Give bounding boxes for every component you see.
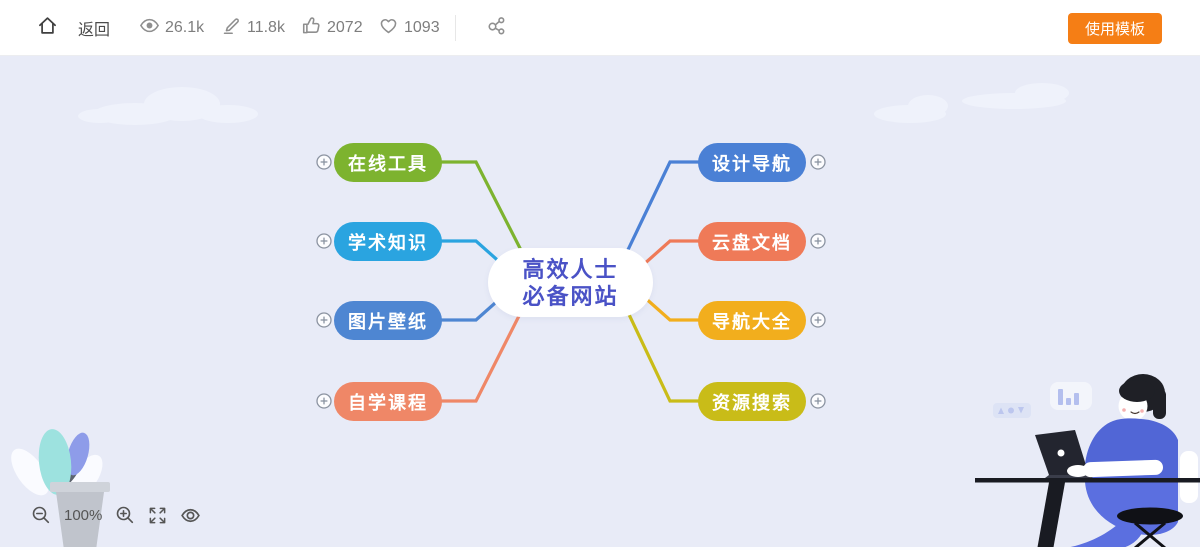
- node-cloud-docs[interactable]: 云盘文档: [698, 222, 806, 261]
- zoom-out-button[interactable]: [31, 505, 51, 525]
- edits-stat: 11.8k: [221, 0, 285, 56]
- node-academic[interactable]: 学术知识: [334, 222, 442, 261]
- thumbs-up-icon: [301, 15, 322, 41]
- add-node-button[interactable]: [810, 233, 826, 249]
- person-at-desk-illustration: [975, 374, 1200, 550]
- home-icon: [36, 14, 59, 42]
- canvas-bottom-edge: [0, 547, 1200, 550]
- connector-cloud-docs: [641, 239, 701, 267]
- connector-design-nav: [623, 160, 701, 258]
- connector-courses: [439, 304, 526, 403]
- node-courses[interactable]: 自学课程: [334, 382, 442, 421]
- node-design-nav[interactable]: 设计导航: [698, 143, 806, 182]
- fit-screen-button[interactable]: [148, 506, 167, 525]
- zoom-level: 100%: [64, 506, 103, 524]
- connector-wallpapers: [439, 294, 505, 322]
- pencil-icon: [221, 15, 242, 41]
- favorite-button[interactable]: 1093: [378, 0, 440, 56]
- center-node-line1: 高效人士: [522, 256, 619, 282]
- connector-nav-collection: [641, 294, 701, 322]
- views-stat: 26.1k: [139, 0, 204, 56]
- connector-online-tools: [440, 160, 526, 258]
- mindmap-layer: [78, 83, 1069, 403]
- add-node-button[interactable]: [316, 154, 332, 170]
- mindmap-canvas[interactable]: 在线工具 学术知识 图片壁纸 自学课程 设计导航 云盘文档 导航大全 资源搜索 …: [0, 56, 1200, 550]
- back-label: 返回: [78, 22, 111, 39]
- share-icon: [486, 15, 507, 41]
- home-button[interactable]: [36, 0, 59, 56]
- add-node-button[interactable]: [316, 312, 332, 328]
- zoom-in-button[interactable]: [115, 505, 135, 525]
- like-button[interactable]: 2072: [301, 0, 363, 56]
- node-resource-search[interactable]: 资源搜索: [698, 382, 806, 421]
- center-node-line2: 必备网站: [522, 283, 619, 309]
- zoom-toolbar: 100%: [31, 502, 201, 528]
- add-node-button[interactable]: [810, 393, 826, 409]
- toolbar: 返回 26.1k 11.8k: [0, 0, 1200, 56]
- add-node-button[interactable]: [316, 393, 332, 409]
- share-button[interactable]: [486, 0, 507, 56]
- likes-count: 2072: [327, 19, 363, 36]
- plant-illustration: [11, 429, 110, 550]
- preview-eye-button[interactable]: [180, 505, 201, 526]
- connector-resource-search: [623, 304, 701, 403]
- connector-academic: [439, 239, 505, 267]
- add-node-button[interactable]: [810, 154, 826, 170]
- views-count: 26.1k: [165, 19, 205, 36]
- add-node-button[interactable]: [316, 233, 332, 249]
- add-node-button[interactable]: [810, 312, 826, 328]
- node-online-tools[interactable]: 在线工具: [334, 143, 442, 182]
- node-wallpapers[interactable]: 图片壁纸: [334, 301, 442, 340]
- cloud-decoration: [78, 83, 1069, 125]
- edits-count: 11.8k: [247, 19, 285, 36]
- node-nav-collection[interactable]: 导航大全: [698, 301, 806, 340]
- eye-icon: [139, 15, 160, 41]
- back-button[interactable]: 返回: [78, 0, 110, 56]
- toolbar-divider: [455, 15, 456, 41]
- favorites-count: 1093: [404, 19, 440, 36]
- center-node[interactable]: 高效人士 必备网站: [488, 248, 653, 317]
- use-template-button[interactable]: 使用模板: [1067, 13, 1162, 44]
- heart-icon: [378, 15, 399, 41]
